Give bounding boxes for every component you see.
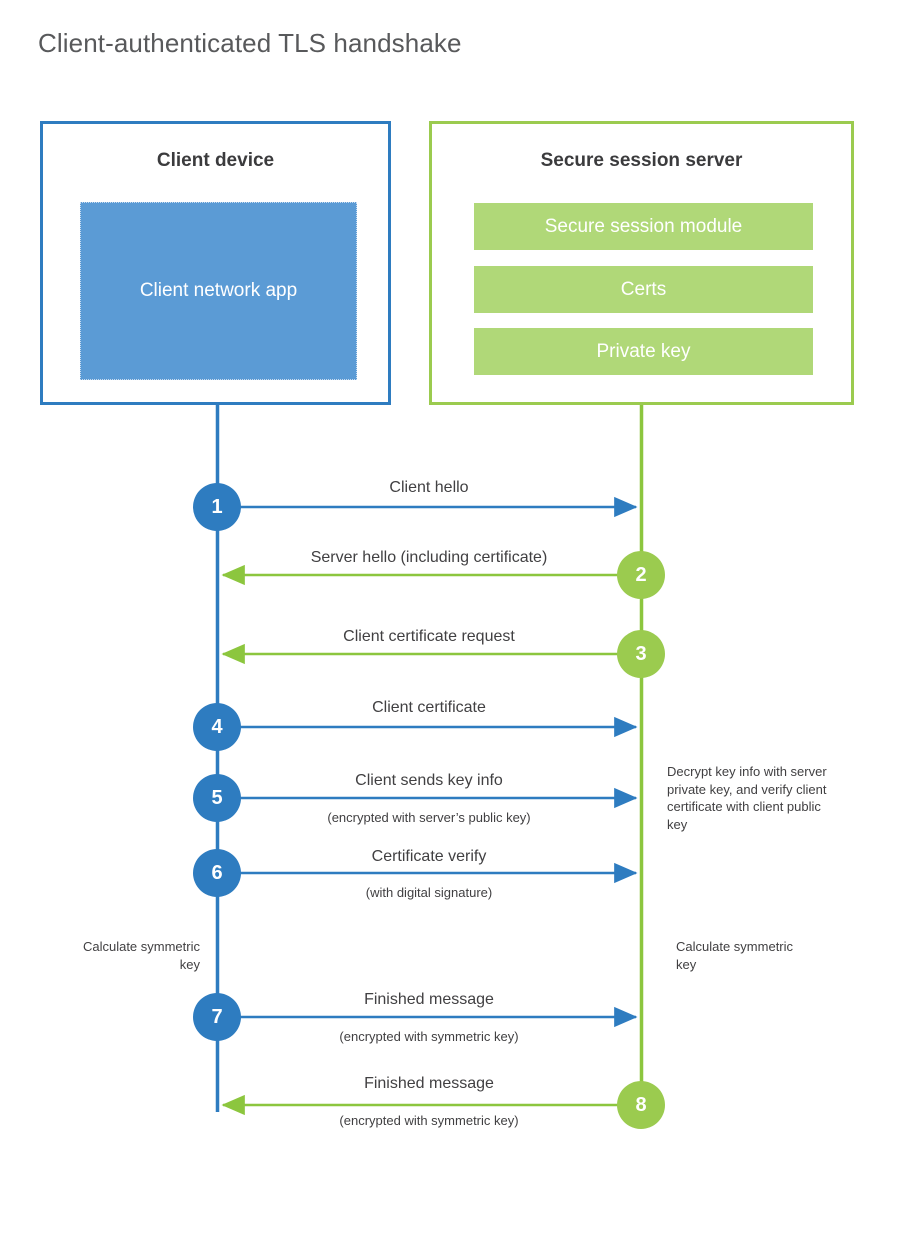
step-circle-3[interactable]: 3 (617, 630, 665, 678)
page-title: Client-authenticated TLS handshake (38, 28, 462, 58)
step-circle-1[interactable]: 1 (193, 483, 241, 531)
note-server-decrypt: Decrypt key info with server private key… (667, 764, 827, 832)
step-circle-7[interactable]: 7 (193, 993, 241, 1041)
note-server-calculate-symmetric-key: Calculate symmetric key (676, 939, 794, 972)
message-sublabel-6: (with digital signature) (365, 885, 493, 900)
client-device-title: Client device (156, 150, 275, 171)
note-client-calculate-symmetric-key: Calculate symmetric key (82, 939, 200, 972)
client-network-app-block: Client network app (80, 202, 357, 380)
step-circle-4[interactable]: 4 (193, 703, 241, 751)
message-label-4: Client certificate (372, 699, 486, 716)
step-circle-2[interactable]: 2 (617, 551, 665, 599)
server-module-certs: Certs (474, 266, 813, 313)
server-module-secure-session-module: Secure session module (474, 203, 813, 250)
message-label-8: Finished message (364, 1075, 494, 1092)
client-device-box: Client device Client network app (40, 121, 391, 405)
message-label-5: Client sends key info (355, 772, 503, 789)
step-circle-6[interactable]: 6 (193, 849, 241, 897)
secure-session-server-title: Secure session server (540, 150, 743, 171)
message-label-1: Client hello (389, 479, 469, 496)
message-label-2: Server hello (including certificate) (310, 549, 548, 566)
server-module-private-key: Private key (474, 328, 813, 375)
message-sublabel-8: (encrypted with symmetric key) (339, 1113, 519, 1128)
step-circle-5[interactable]: 5 (193, 774, 241, 822)
message-label-7: Finished message (364, 991, 494, 1008)
step-circle-8[interactable]: 8 (617, 1081, 665, 1129)
message-sublabel-5: (encrypted with server’s public key) (327, 810, 531, 825)
secure-session-server-box: Secure session server Secure session mod… (429, 121, 854, 405)
message-sublabel-7: (encrypted with symmetric key) (339, 1029, 519, 1044)
message-label-6: Certificate verify (371, 848, 487, 865)
message-label-3: Client certificate request (343, 628, 515, 645)
